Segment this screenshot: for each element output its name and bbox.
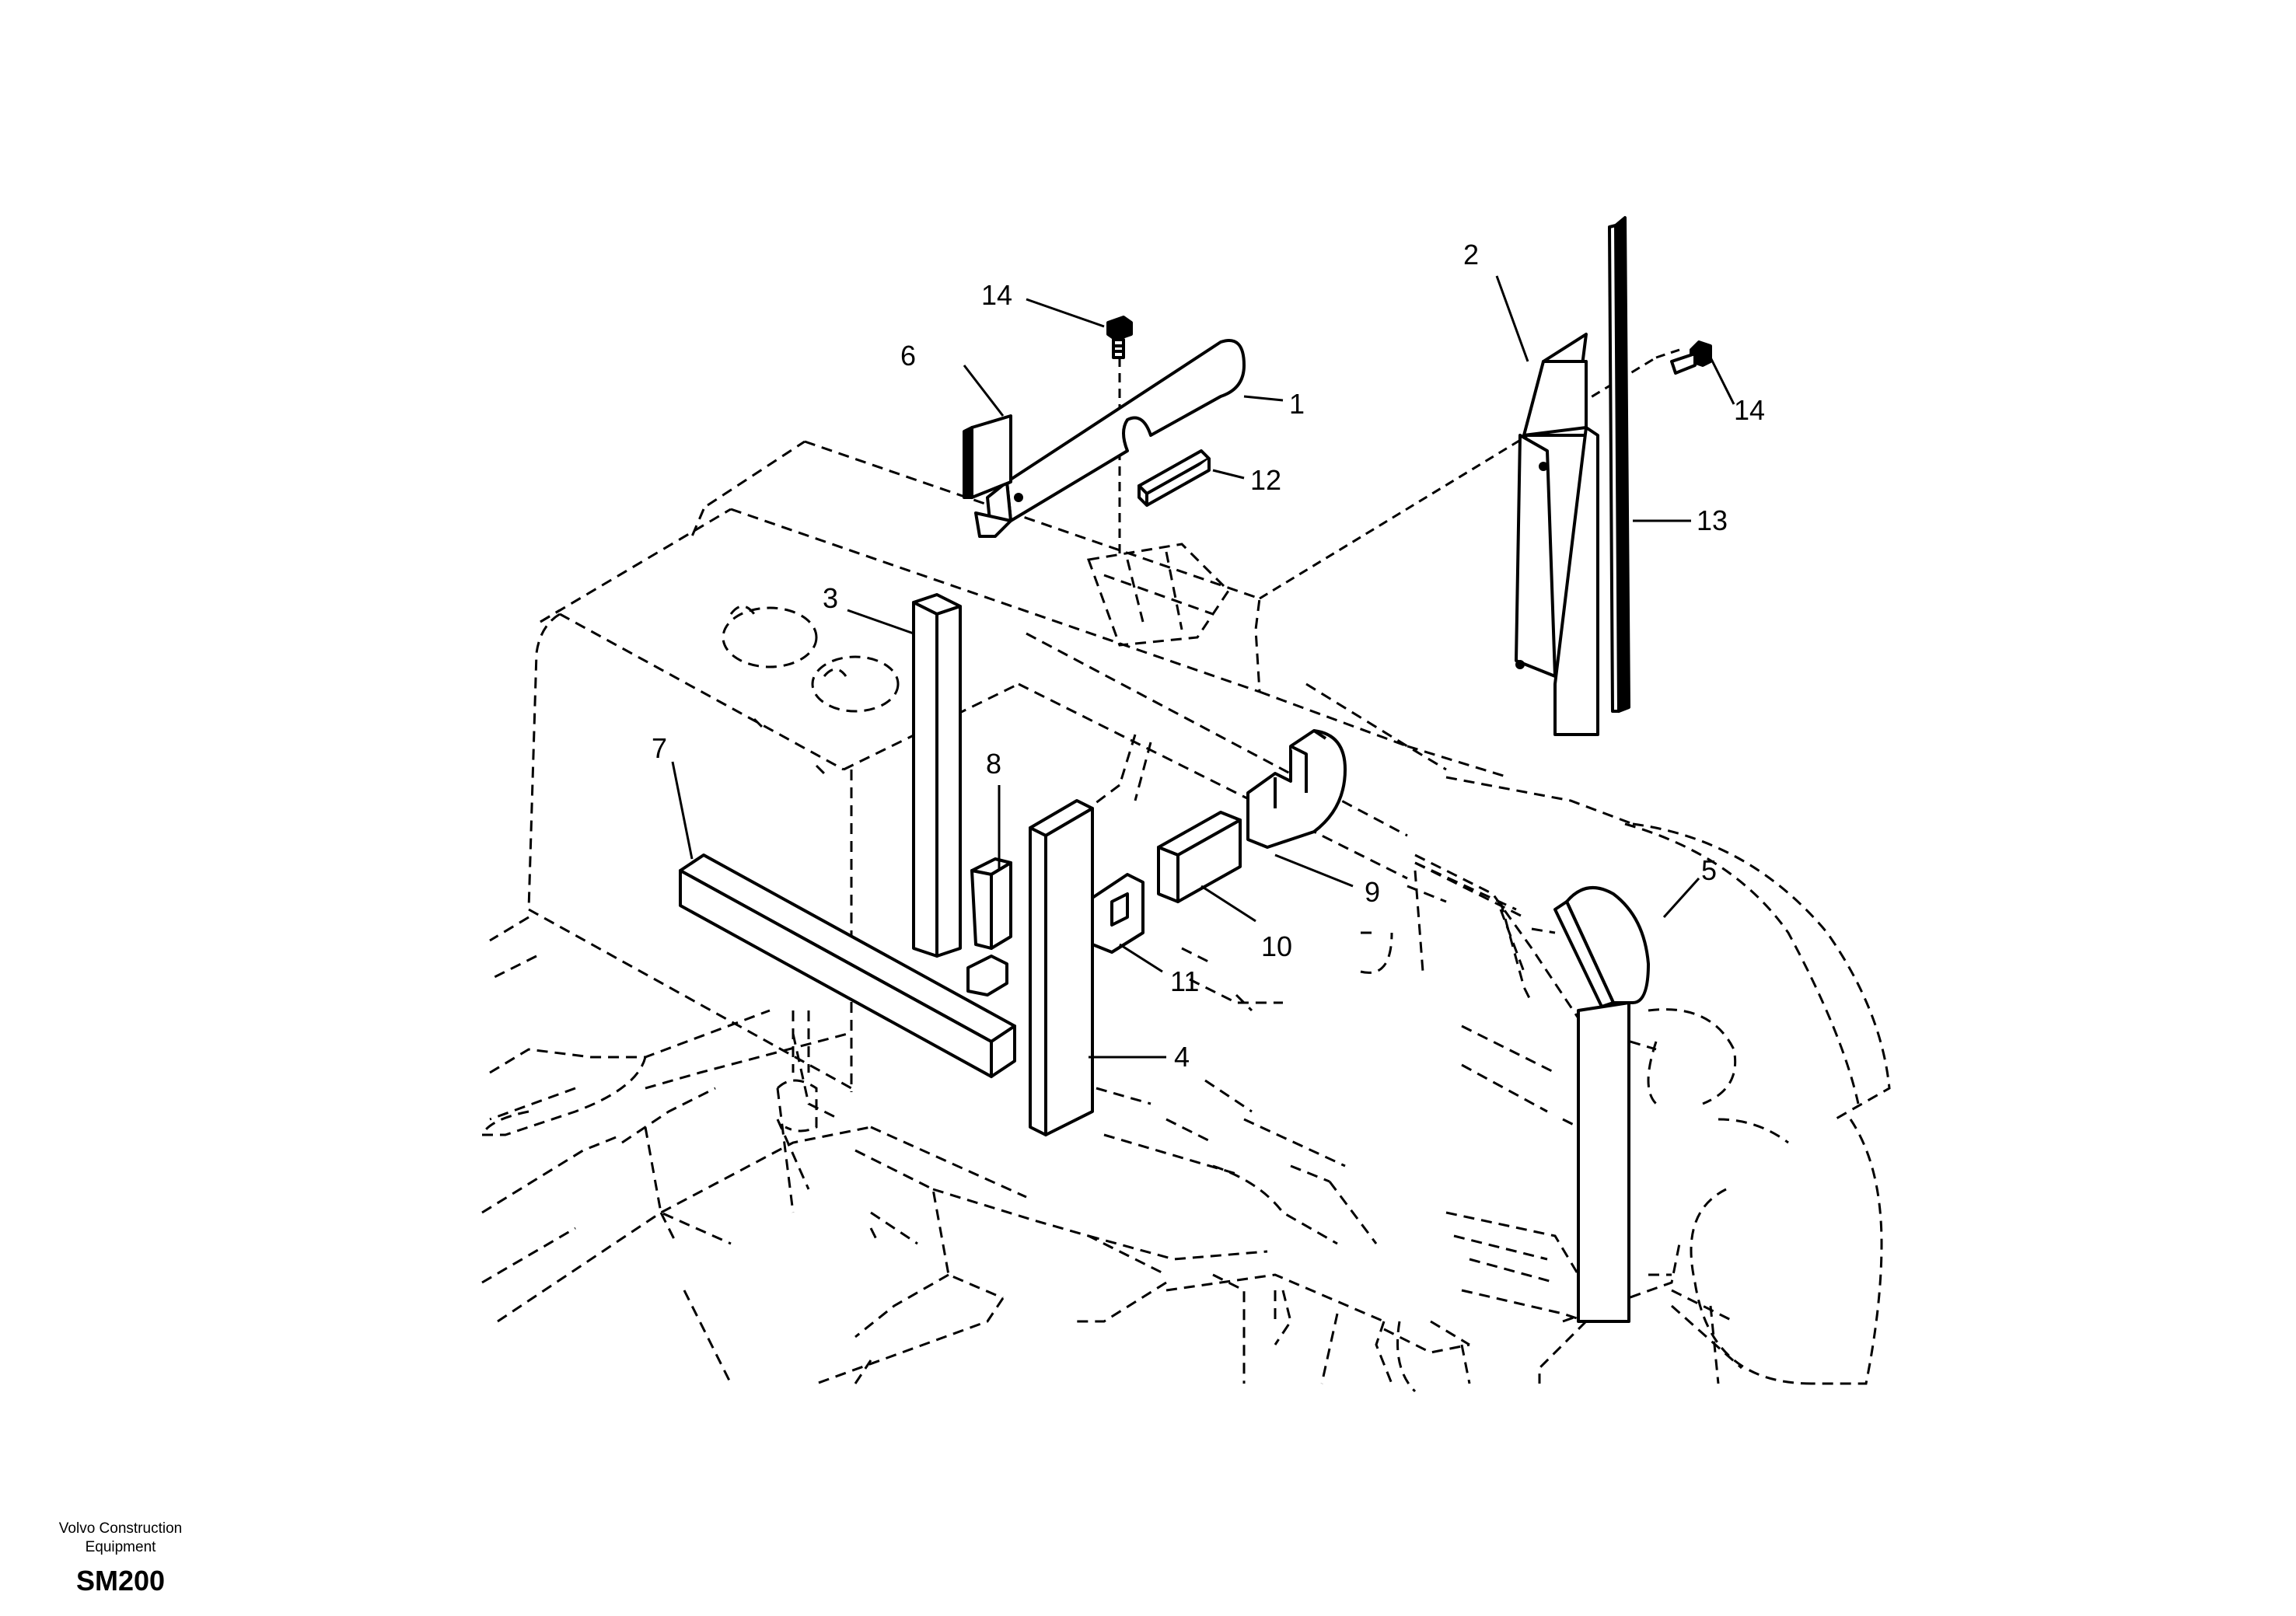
parts [679, 216, 1712, 1323]
part-2-panel [1515, 333, 1599, 736]
part-4-plate [1029, 799, 1094, 1136]
callout-1: 1 [1289, 388, 1305, 420]
part-1-bracket [974, 339, 1246, 538]
callout-7: 7 [652, 732, 667, 764]
part-6-block [963, 414, 1012, 499]
callout-5: 5 [1701, 854, 1717, 886]
callout-4: 4 [1174, 1041, 1190, 1073]
footer-brand: Volvo Construction Equipment SM200 [31, 1520, 210, 1597]
callout-2: 2 [1463, 239, 1479, 270]
callout-10: 10 [1261, 930, 1292, 962]
callout-9: 9 [1365, 876, 1380, 908]
model-code: SM200 [75, 1565, 166, 1597]
part-14-bolt-right [1670, 340, 1712, 375]
leader-lines [671, 275, 1735, 1059]
machine-outline [481, 440, 1891, 1393]
part-8-bracket [966, 857, 1012, 996]
part-11-hook [1091, 873, 1145, 954]
part-5-cover [1553, 886, 1650, 1323]
callout-14-right: 14 [1734, 394, 1765, 426]
part-9-fork [1246, 729, 1347, 849]
callout-11: 11 [1170, 965, 1199, 997]
callout-labels: 14 6 1 12 2 14 13 3 7 8 9 10 11 4 5 [652, 239, 1765, 1073]
part-12-rail [1138, 449, 1211, 507]
callout-6: 6 [900, 340, 916, 372]
part-3-post [912, 593, 962, 958]
part-14-bolt-top [1106, 316, 1133, 359]
callout-13: 13 [1697, 504, 1728, 536]
part-13-strip [1608, 216, 1630, 713]
callout-8: 8 [986, 748, 1001, 780]
part-7-bar [679, 853, 1016, 1078]
callout-14-top: 14 [981, 279, 1012, 311]
callout-12: 12 [1250, 464, 1281, 496]
maker-name-line2: Equipment [85, 1539, 156, 1555]
part-10-block [1157, 811, 1242, 903]
maker-name-line1: Volvo Construction [58, 1520, 183, 1537]
callout-3: 3 [823, 582, 838, 614]
